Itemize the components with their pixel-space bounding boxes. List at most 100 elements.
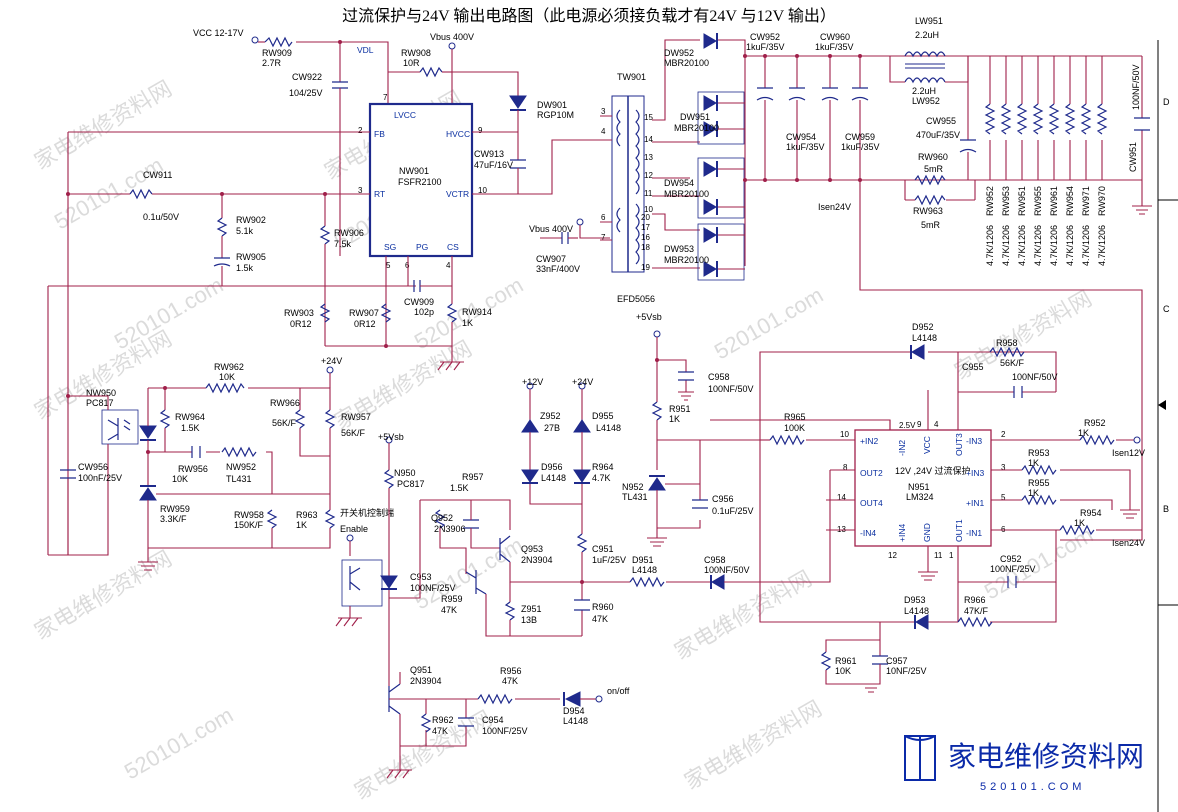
svg-text:16: 16 [641, 233, 650, 242]
onoff-control-section: 开关机控制端 Enable +5Vsb N950 PC817 C953 100N… [335, 377, 750, 779]
svg-text:4.7K/1206: 4.7K/1206 [985, 225, 995, 266]
n951-pin-out4: OUT4 [860, 498, 883, 508]
cw952-value: 1kuF/35V [746, 42, 785, 52]
n951-pin-minus-in2: -IN2 [897, 440, 907, 456]
cw954-value: 1kuF/35V [786, 142, 825, 152]
r956-ref: R956 [500, 666, 522, 676]
watermark-text: 家电维修资料网 [30, 546, 176, 645]
svg-text:4.7K/1206: 4.7K/1206 [1017, 225, 1027, 266]
rw905-ref: RW902 [236, 215, 266, 225]
cw951-cap [1134, 117, 1150, 131]
r965-ref: R965 [784, 412, 806, 422]
rw966-value: 56K/F [272, 418, 297, 428]
rw960-resistor [914, 174, 946, 186]
cw911-value: 47uF/16V [474, 160, 513, 170]
rw909-ref: RW909 [262, 48, 292, 58]
svg-text:14: 14 [644, 135, 653, 144]
ground-icon [1132, 196, 1152, 215]
nw901-pin-sg: SG [384, 242, 396, 252]
rw903-resistor [319, 303, 331, 323]
switch-control-note: 开关机控制端 [340, 507, 394, 518]
svg-text:14: 14 [837, 493, 846, 502]
svg-text:2: 2 [1001, 430, 1006, 439]
grid-letter-c: C [1163, 304, 1170, 314]
r966-ref: R966 [964, 595, 986, 605]
r958-value: 56K/F [1000, 358, 1025, 368]
sheet-border: D C B [1157, 40, 1178, 812]
cw912-value: 100nF/25V [78, 473, 122, 483]
d952-diode [911, 344, 925, 360]
c955-value: 100NF/50V [1012, 372, 1058, 382]
dw954-value: MBR20100 [664, 189, 709, 199]
dw953-value: MBR20100 [664, 255, 709, 265]
svg-text:10: 10 [478, 186, 487, 195]
c956-cap [692, 499, 708, 509]
watermark-url: 520101.com [120, 702, 237, 784]
rw908-value: 10R [403, 58, 420, 68]
r962-value: 47K [432, 726, 448, 736]
transformer-section: TW901 EFD5056 3 4 15 14 13 12 11 10 6 7 … [600, 33, 1142, 304]
nw950-optocoupler [101, 409, 139, 445]
isen24-top-label: Isen24V [818, 202, 851, 212]
n952-tl431-icon [648, 477, 666, 491]
p24-label-left: +24V [321, 356, 342, 366]
rw957-value: 56K/F [341, 428, 366, 438]
svg-text:3: 3 [358, 186, 363, 195]
r961-value: 10K [835, 666, 851, 676]
watermark-text: 家电维修资料网 [30, 326, 176, 425]
cw960-value: 1kuF/35V [815, 42, 854, 52]
c952-cap [1007, 576, 1017, 588]
rw958-ref: R963 [296, 510, 318, 520]
rw905-value: 5.1k [236, 226, 254, 236]
svg-text:6: 6 [601, 213, 606, 222]
svg-text:10: 10 [644, 205, 653, 214]
n951-part: LM324 [906, 492, 934, 502]
rw963-ref: RW963 [913, 206, 943, 216]
r964-value: 1uF/25V [592, 555, 626, 565]
svg-text:3: 3 [601, 107, 606, 116]
c952-value: 100NF/25V [990, 564, 1036, 574]
svg-text:15: 15 [644, 113, 653, 122]
d955-ref: D956 [541, 462, 563, 472]
feedback-section: NW950 PC817 CW956 100nF/25V +24V RW962 1… [48, 356, 371, 571]
r962-resistor [420, 713, 432, 733]
svg-text:RW952: RW952 [985, 186, 995, 216]
svg-text:7: 7 [601, 233, 606, 242]
svg-text:RW951: RW951 [1017, 186, 1027, 216]
ground-icon [138, 548, 158, 571]
d954-ref: D954 [563, 706, 585, 716]
rw956-value: TL431 [226, 474, 252, 484]
cw954-ref: CW954 [786, 132, 816, 142]
n952-ref: N952 [622, 482, 644, 492]
svg-text:4.7K/1206: 4.7K/1206 [1033, 225, 1043, 266]
rw959-ref: RW958 [234, 510, 264, 520]
svg-text:RW970: RW970 [1097, 186, 1107, 216]
nw950-value: PC817 [86, 398, 114, 408]
r952-resistor [1079, 434, 1115, 446]
cw951-ref: CW951 [1128, 142, 1138, 172]
nw901-part: FSFR2100 [398, 177, 442, 187]
r954-value: 1K [1074, 518, 1085, 528]
cw959-ref: CW959 [845, 132, 875, 142]
dw901-ref: DW901 [537, 100, 567, 110]
rw956-resistor [221, 446, 257, 458]
optocoupler-led-icon [139, 425, 157, 439]
n950-value: 100NF/25V [410, 583, 456, 593]
rw902-value: 0.1u/50V [143, 212, 179, 222]
vcc-label: VCC 12-17V [193, 28, 244, 38]
rw964-resistor [159, 409, 171, 429]
cw909-ref: CW909 [404, 297, 434, 307]
r954-resistor [1059, 524, 1095, 536]
r965-value: 100K [784, 423, 805, 433]
n951-pin-minus-in3: -IN3 [966, 436, 982, 446]
svg-text:9: 9 [917, 420, 922, 429]
d952-value: L4148 [912, 333, 937, 343]
rw958-value: 1K [296, 520, 307, 530]
r954-ref: R954 [1080, 508, 1102, 518]
cw907-value: 33nF/400V [536, 264, 580, 274]
dw901-diode [509, 95, 527, 109]
dw954-ref: DW954 [664, 178, 694, 188]
dw901-value: RGP10M [537, 110, 574, 120]
cw951-value: 100NF/50V [1131, 64, 1141, 110]
ground-icon [647, 528, 667, 547]
